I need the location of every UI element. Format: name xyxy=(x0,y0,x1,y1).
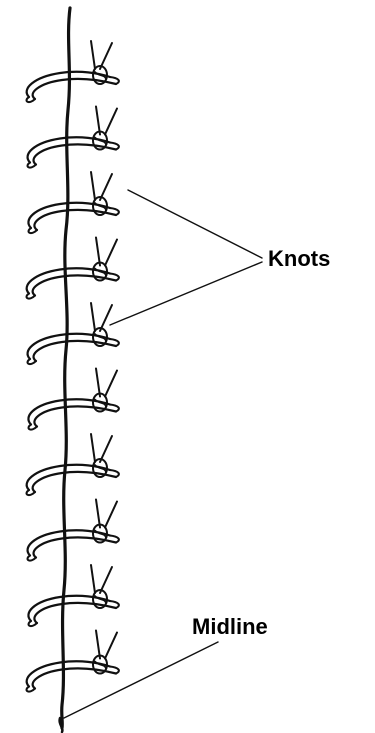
midline-label: Midline xyxy=(192,614,268,639)
knot-tail xyxy=(105,502,117,528)
knot-tail xyxy=(96,238,100,266)
knot-tail xyxy=(91,41,95,69)
knot-tail xyxy=(96,107,100,135)
knot-tail xyxy=(105,240,117,266)
suture-stitch xyxy=(27,434,119,495)
midline-callout-line xyxy=(64,642,218,718)
suture-stitch xyxy=(28,107,119,168)
knot-tail xyxy=(100,43,112,69)
knots-callout-line-lower xyxy=(110,262,262,325)
knot-tail xyxy=(91,434,95,462)
suture-stitch xyxy=(27,41,119,102)
knot-tail xyxy=(91,565,95,593)
knot-tail xyxy=(100,436,112,462)
knots-label: Knots xyxy=(268,246,330,271)
suture-stitch xyxy=(27,631,119,692)
knot-tail xyxy=(100,305,112,331)
knot-tail xyxy=(96,631,100,659)
suture-stitch xyxy=(28,303,119,364)
knot-tail xyxy=(91,303,95,331)
suture-stitch xyxy=(28,172,118,233)
knot-tail xyxy=(96,369,100,397)
knot-tail xyxy=(100,174,112,200)
suture-stitch xyxy=(27,238,119,299)
stitches xyxy=(27,41,119,692)
midline-incision xyxy=(62,8,70,728)
knot-tail xyxy=(91,172,95,200)
knot-tail xyxy=(105,633,117,659)
suture-stitch xyxy=(28,565,118,626)
knot-tail xyxy=(96,500,100,528)
suture-stitch xyxy=(28,369,118,430)
knot-tail xyxy=(100,567,112,593)
knots-callout-line-upper xyxy=(128,190,262,258)
suture-stitch xyxy=(28,500,119,561)
knot-tail xyxy=(105,109,117,135)
knot-tail xyxy=(105,371,117,397)
